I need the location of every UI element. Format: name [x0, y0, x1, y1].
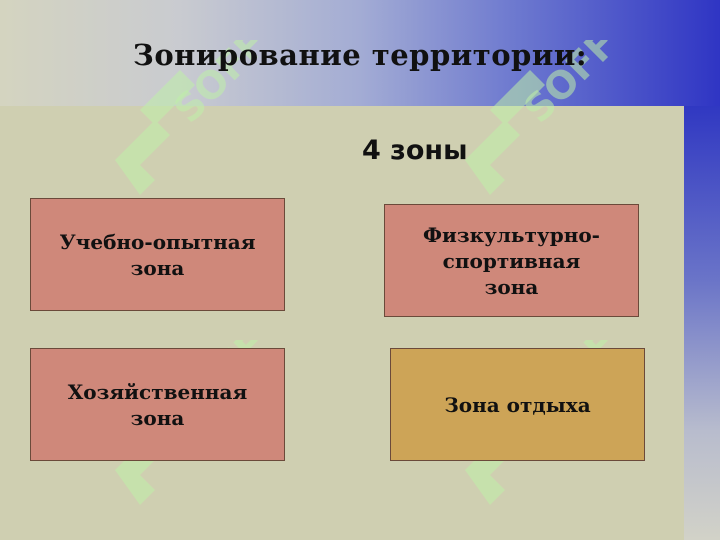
- zone-label-line: Физкультурно-: [423, 222, 600, 247]
- zone-box-household: Хозяйственная зона: [30, 348, 285, 461]
- zone-label-line: Зона отдыха: [444, 392, 591, 417]
- zone-box-sports: Физкультурно- спортивная зона: [384, 204, 639, 317]
- zone-label-line: зона: [130, 255, 185, 280]
- header-band: [0, 0, 720, 106]
- slide-title: Зонирование территории:: [132, 38, 588, 72]
- zone-box-recreation: Зона отдыха: [390, 348, 645, 461]
- zone-label-line: Хозяйственная: [67, 379, 248, 404]
- slide-subtitle: 4 зоны: [362, 135, 468, 166]
- zone-label-line: зона: [130, 405, 185, 430]
- zone-label-line: Учебно-опытная: [59, 229, 256, 254]
- zone-label-line: зона: [484, 274, 539, 299]
- zone-label-line: спортивная: [442, 248, 581, 273]
- zone-box-educational: Учебно-опытная зона: [30, 198, 285, 311]
- right-accent-bar: [684, 106, 720, 540]
